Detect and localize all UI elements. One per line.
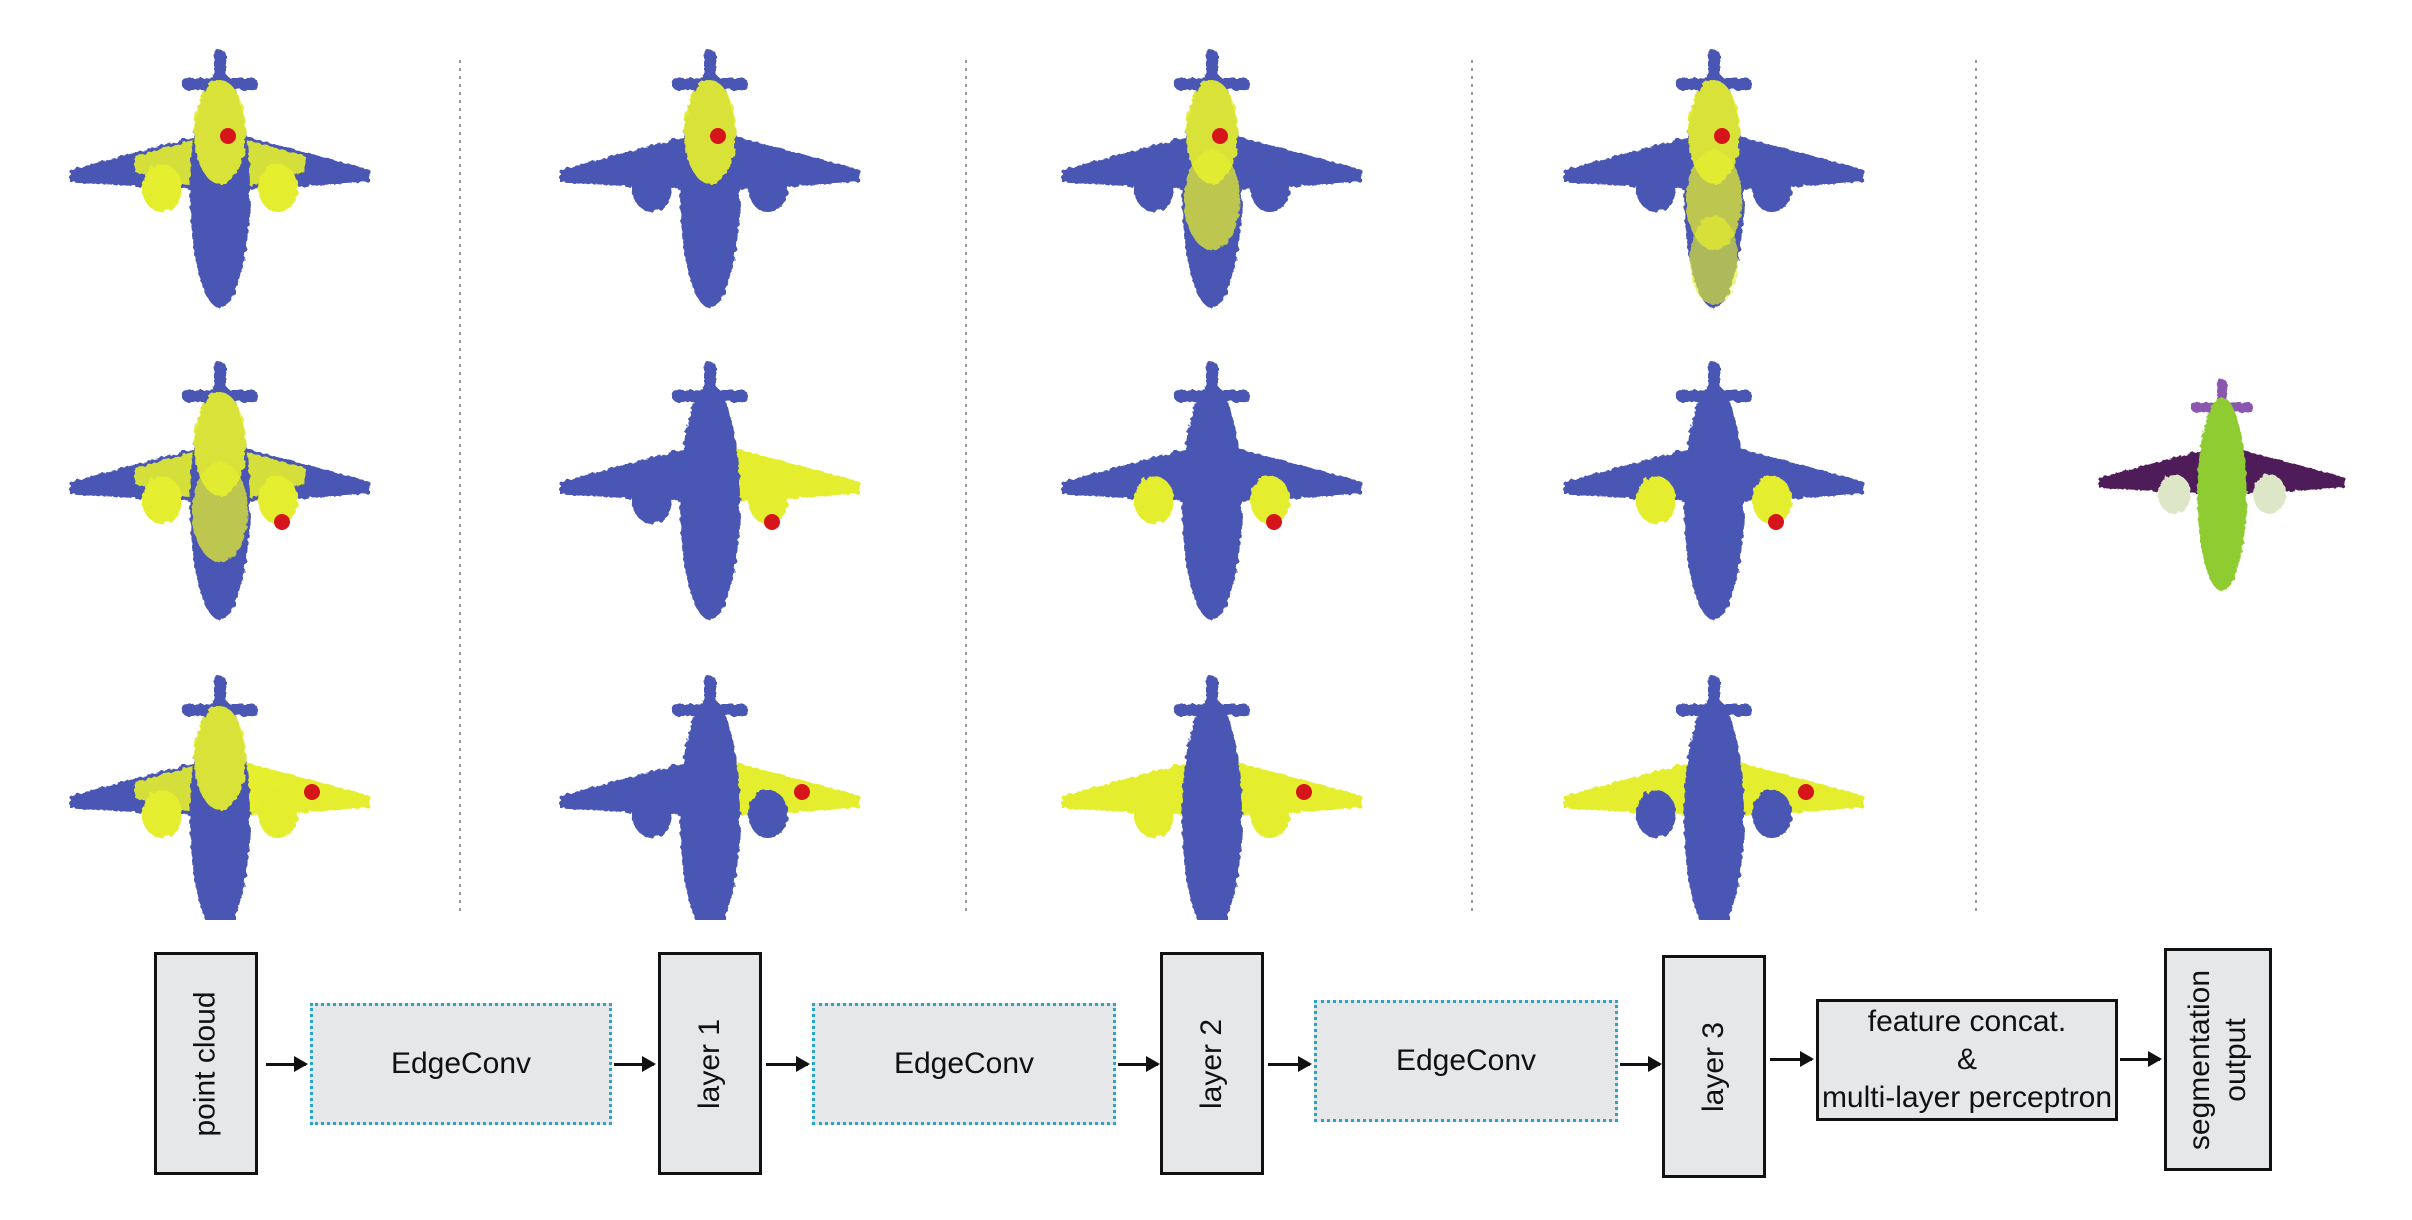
layer-1-label: layer 1 bbox=[692, 1018, 726, 1109]
point-cloud-box: point cloud bbox=[154, 952, 258, 1175]
right-engine bbox=[748, 476, 788, 524]
airplane-point-cloud bbox=[70, 362, 370, 620]
query-point bbox=[1296, 784, 1312, 800]
fuselage bbox=[1182, 384, 1242, 620]
layer-3-box: layer 3 bbox=[1662, 955, 1766, 1178]
fuselage-top bbox=[194, 706, 246, 810]
edgeconv-box-1: EdgeConv bbox=[310, 1003, 612, 1125]
arrow-2 bbox=[614, 1056, 656, 1072]
fuselage bbox=[1182, 698, 1242, 920]
left-engine bbox=[1636, 164, 1676, 212]
mlp-label-line-1: feature concat. bbox=[1867, 1005, 2067, 1038]
airplane-point-cloud bbox=[1564, 676, 1864, 920]
airplane-visualization-grid bbox=[70, 50, 2345, 920]
query-point bbox=[764, 514, 780, 530]
edgeconv-box-2: EdgeConv bbox=[812, 1003, 1116, 1125]
fuselage bbox=[680, 384, 740, 620]
fuselage-top bbox=[684, 80, 736, 184]
seg-left-engine bbox=[2158, 474, 2191, 514]
airplane-point-cloud bbox=[70, 676, 370, 920]
fuselage-bottom bbox=[1690, 215, 1738, 305]
edgeconv-label-3: EdgeConv bbox=[1395, 1044, 1537, 1077]
airplane-point-cloud bbox=[1564, 362, 1864, 620]
query-point bbox=[1212, 128, 1228, 144]
left-engine bbox=[632, 790, 672, 838]
arrow-4 bbox=[1118, 1056, 1160, 1072]
mlp-label-line-3: multi-layer perceptron bbox=[1821, 1081, 2113, 1114]
query-point bbox=[1714, 128, 1730, 144]
right-engine bbox=[1752, 164, 1792, 212]
left-engine bbox=[1134, 164, 1174, 212]
arrow-1 bbox=[266, 1056, 308, 1072]
fuselage bbox=[1684, 698, 1744, 920]
fuselage-mid bbox=[192, 462, 248, 562]
right-engine bbox=[1250, 164, 1290, 212]
left-engine bbox=[632, 164, 672, 212]
edgeconv-label-1: EdgeConv bbox=[390, 1047, 532, 1080]
fuselage bbox=[680, 698, 740, 920]
point-cloud-label: point cloud bbox=[189, 990, 223, 1137]
right-engine bbox=[748, 790, 788, 838]
edgeconv-label-2: EdgeConv bbox=[893, 1047, 1035, 1080]
airplane-point-cloud bbox=[560, 50, 860, 308]
left-engine bbox=[1134, 476, 1174, 524]
query-point bbox=[1266, 514, 1282, 530]
arrow-8 bbox=[2120, 1051, 2162, 1067]
right-engine bbox=[1250, 476, 1290, 524]
feature-concat-mlp-box: feature concat. & multi-layer perceptron bbox=[1816, 999, 2118, 1121]
query-point bbox=[1798, 784, 1814, 800]
query-point bbox=[710, 128, 726, 144]
left-engine bbox=[1134, 790, 1174, 838]
mlp-label-line-2: & bbox=[1956, 1043, 1977, 1076]
right-engine bbox=[1752, 790, 1792, 838]
seg-fuselage bbox=[2197, 397, 2247, 591]
seg-right-engine bbox=[2253, 474, 2286, 514]
airplane-point-cloud bbox=[70, 50, 370, 308]
right-engine bbox=[258, 476, 298, 524]
arrow-6 bbox=[1620, 1056, 1662, 1072]
left-engine bbox=[142, 476, 182, 524]
left-engine bbox=[1636, 476, 1676, 524]
query-point bbox=[304, 784, 320, 800]
airplane-point-cloud bbox=[1062, 50, 1362, 308]
segmentation-label-line-2: output bbox=[2219, 1017, 2252, 1102]
query-point bbox=[794, 784, 810, 800]
airplane-point-cloud bbox=[1062, 362, 1362, 620]
fuselage-mid bbox=[1184, 150, 1240, 250]
fuselage bbox=[1684, 384, 1744, 620]
left-engine bbox=[1636, 790, 1676, 838]
query-point bbox=[274, 514, 290, 530]
right-engine bbox=[258, 164, 298, 212]
right-engine bbox=[1752, 476, 1792, 524]
layer-2-box: layer 2 bbox=[1160, 952, 1264, 1175]
arrow-7 bbox=[1770, 1051, 1814, 1067]
query-point bbox=[220, 128, 236, 144]
fuselage-top bbox=[194, 80, 246, 184]
query-point bbox=[1768, 514, 1784, 530]
airplane-point-cloud bbox=[1564, 50, 1864, 308]
right-engine bbox=[1250, 790, 1290, 838]
airplane-point-cloud bbox=[560, 676, 860, 920]
left-engine bbox=[142, 790, 182, 838]
segmentation-output-airplane bbox=[2099, 379, 2345, 591]
airplane-point-cloud bbox=[560, 362, 860, 620]
layer-3-label: layer 3 bbox=[1696, 1021, 1730, 1112]
segmentation-output-box: segmentation output bbox=[2164, 948, 2272, 1171]
right-engine bbox=[258, 790, 298, 838]
segmentation-label-line-1: segmentation bbox=[2183, 969, 2216, 1150]
layer-1-box: layer 1 bbox=[658, 952, 762, 1175]
left-engine bbox=[632, 476, 672, 524]
layer-2-label: layer 2 bbox=[1194, 1018, 1228, 1109]
arrow-3 bbox=[766, 1056, 810, 1072]
left-engine bbox=[142, 164, 182, 212]
airplane-point-cloud bbox=[1062, 676, 1362, 920]
edgeconv-box-3: EdgeConv bbox=[1314, 1000, 1618, 1122]
right-engine bbox=[748, 164, 788, 212]
arrow-5 bbox=[1268, 1056, 1312, 1072]
